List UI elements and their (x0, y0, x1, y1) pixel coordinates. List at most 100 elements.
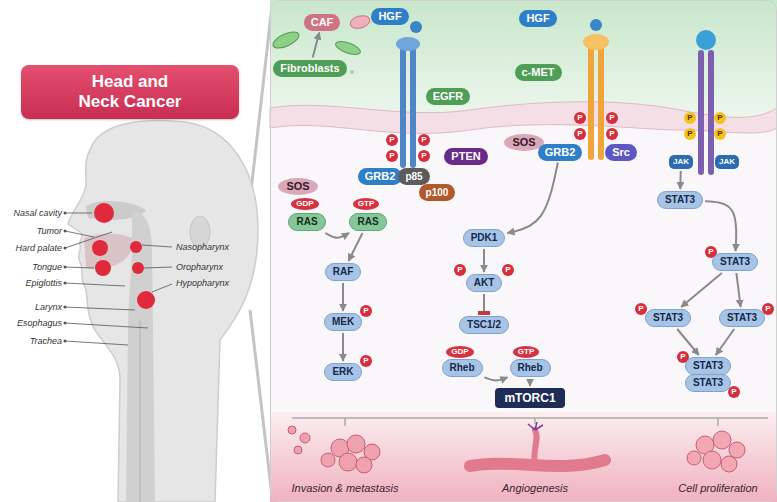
anatomy-label: Hard palate (15, 243, 62, 254)
cell (721, 456, 737, 472)
bracket-tick (344, 418, 346, 426)
trachea-divider (139, 320, 141, 502)
transcription-factor: STAT3 (712, 253, 758, 271)
node-text: ERK (332, 366, 353, 378)
cell (703, 451, 721, 469)
protein-complex: TSC1/2 (459, 316, 509, 334)
phospho-mark: P (728, 386, 740, 398)
receptor-domain (583, 34, 609, 50)
outcome-band (270, 412, 777, 502)
gtpase: Rheb (442, 359, 483, 377)
outcome-label: Cell proliferation (678, 482, 757, 495)
node-text: AKT (474, 277, 495, 289)
leader-lines (65, 213, 172, 345)
phospho-mark: P (360, 305, 372, 317)
kinase: Src (605, 144, 637, 161)
fibroblast-cell (334, 39, 362, 57)
anatomy-label: Trachea (30, 336, 62, 347)
anatomy-label: Esophagus (17, 318, 62, 329)
tumor (95, 260, 111, 276)
transcription-factor: STAT3 (685, 374, 731, 392)
signal-arrow (325, 233, 349, 238)
cell-label: CAF (304, 14, 341, 31)
ligand-label: HGF (371, 8, 408, 25)
secreted-factor (350, 70, 354, 74)
nucleotide-oval: GDP (291, 198, 318, 210)
receptor-chain (410, 40, 416, 168)
leader-dot (64, 212, 67, 215)
tumor-cluster (288, 426, 380, 473)
leader-line (65, 341, 128, 345)
kinase: RAF (325, 263, 362, 281)
receptor-chain (698, 50, 704, 175)
leader-dot (64, 340, 67, 343)
signal-arrow (681, 273, 722, 307)
node-text: GTP (518, 347, 534, 357)
ligand (696, 30, 716, 50)
leader-line (144, 267, 172, 268)
signal-arrow (342, 333, 344, 361)
adaptor-protein: GRB2 (538, 144, 583, 161)
leader-dot (64, 282, 67, 285)
kinase: JAK (669, 155, 693, 169)
tumor (132, 262, 144, 274)
node-text: STAT3 (693, 377, 723, 389)
cell (300, 433, 310, 443)
nucleotide-oval: GDP (446, 346, 473, 358)
adaptor-protein: GRB2 (358, 168, 403, 185)
leader-line (65, 323, 148, 328)
transcription-factor: STAT3 (719, 309, 765, 327)
tumor (94, 203, 114, 223)
gtpase: RAS (288, 213, 325, 231)
phospho-mark: P (454, 264, 466, 276)
cell (687, 451, 701, 465)
phospho-mark: P (606, 128, 618, 140)
exchange-factor: SOS (504, 134, 543, 151)
receptor-chain (598, 38, 604, 160)
leader-dots (64, 212, 67, 343)
kinase-subunit: p100 (419, 184, 456, 201)
signal-arrow (342, 283, 344, 311)
bracket-tick (717, 418, 719, 426)
cell (729, 442, 745, 458)
signal-arrow (507, 163, 557, 234)
kinase: JAK (715, 155, 739, 169)
anatomy-label: Tongue (32, 262, 62, 273)
anatomy-label: Nasopharynx (176, 242, 229, 253)
inhibition-line (483, 294, 485, 314)
node-text: GTP (358, 199, 374, 209)
sprout-tip (528, 422, 543, 430)
anatomy-label: Epiglottis (25, 278, 62, 289)
fibroblast-cell (271, 29, 301, 52)
transcription-factor: STAT3 (645, 309, 691, 327)
node-text: SOS (286, 180, 309, 193)
tumor (130, 241, 142, 253)
node-text: PTEN (451, 150, 480, 163)
node-text: MEK (332, 316, 354, 328)
signal-arrow (705, 201, 736, 251)
phospho-mark: P (714, 128, 726, 140)
signal-arrow (529, 379, 531, 386)
receptor-label: c-MET (515, 64, 562, 81)
node-text: p100 (426, 186, 449, 199)
node-text: GRB2 (365, 170, 396, 183)
receptor-chain (708, 50, 714, 175)
leader-line (65, 267, 94, 268)
cell (713, 431, 731, 449)
signal-arrow (716, 329, 734, 355)
signal-arrow (349, 233, 363, 261)
signal-arrow (483, 249, 485, 272)
phospho-mark: P (574, 128, 586, 140)
cell (288, 426, 296, 434)
nucleotide-oval: GTP (513, 346, 539, 358)
leader-dot (64, 322, 67, 325)
node-text: GDP (296, 199, 313, 209)
ligand (590, 19, 602, 31)
node-text: RAS (296, 216, 317, 228)
receptor-chain (588, 38, 594, 160)
phospho-mark: P (386, 150, 398, 162)
leader-line (142, 245, 172, 247)
node-text: p85 (405, 170, 422, 183)
node-text: TSC1/2 (467, 319, 501, 331)
